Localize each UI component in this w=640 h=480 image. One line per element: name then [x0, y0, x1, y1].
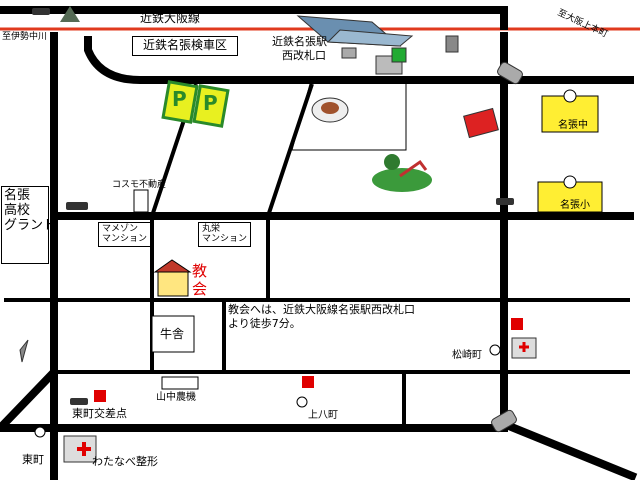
restaurant-food: [321, 102, 339, 114]
mamejun-line1: マメゾン: [102, 224, 139, 234]
station-label-line1: 近鉄名張駅: [272, 35, 327, 48]
tree-icon: [60, 6, 80, 22]
park-slide: [399, 159, 428, 178]
elementary-building: [537, 175, 603, 213]
yamanaka-building: [161, 376, 199, 390]
traffic-light-southwest: [70, 398, 88, 405]
church-label-line1: 教: [192, 262, 208, 280]
hospital-icon: [63, 337, 537, 463]
crossing-sign-icon: [445, 35, 459, 53]
traffic-light-east: [496, 198, 514, 205]
kamiyacho-label: 上八町: [308, 410, 338, 421]
higashimachi-crossing-label: 東町交差点: [72, 407, 127, 420]
to-west-label: 至伊勢中川: [2, 32, 48, 42]
church-roof: [153, 259, 192, 273]
crossing-sign-body: [445, 35, 459, 53]
station-label-line2: 西改札口: [282, 49, 326, 62]
marukyu-label: 丸栄 マンション: [198, 222, 252, 247]
parking-letter-2: P: [203, 91, 218, 115]
bank-body: [463, 107, 499, 139]
station-block-outline: [291, 83, 407, 151]
school-ground-line2: 高校: [4, 202, 31, 218]
traffic-light-west: [66, 202, 88, 210]
matsuzakicho-label: 松崎町: [452, 350, 482, 361]
bus-stop-higashimachi: [34, 426, 46, 438]
bus-stop-kamiyacho: [296, 396, 308, 408]
cosmo-label: コスモ不動産: [112, 180, 167, 190]
higashimachi-label: 東町: [22, 453, 44, 466]
cosmo-building: [133, 189, 149, 213]
train-body: [326, 29, 414, 47]
traffic-light-southeast: [491, 409, 517, 433]
junior-high-label: 名張中: [558, 120, 588, 131]
street-network: [4, 83, 630, 424]
church-body: [157, 271, 189, 297]
parking-sign-2: [192, 84, 230, 128]
parking-sign-1: [161, 80, 199, 124]
post-office-higashimachi: [94, 390, 106, 402]
junior-high-body: [541, 95, 599, 133]
mamejun-line2: マンション: [102, 234, 148, 245]
school-ground-line1: 名張: [4, 188, 31, 203]
traffic-light-top-left: [32, 8, 50, 15]
restaurant-icon: [311, 97, 349, 123]
street-diagonal-right: [266, 83, 314, 217]
park-ground: [372, 168, 432, 192]
road-southwest-diagonal: [0, 366, 60, 430]
church-icon: [153, 259, 192, 297]
traffic-light-northeast: [497, 61, 523, 85]
directions-line1: 教会へは、近鉄大阪線名張駅西改札口: [228, 303, 415, 316]
block-outlines: [291, 83, 407, 151]
elementary-label: 名張小: [560, 200, 590, 211]
parking-sign-1-plate: [161, 80, 199, 124]
bus-stop-icon: [34, 344, 501, 438]
tree-crown: [60, 6, 80, 22]
watanabe-label: わたなべ整形: [92, 455, 158, 468]
junior-high-clock: [563, 89, 577, 103]
bus-stop-matsuzaki: [489, 344, 501, 356]
depot-label: 近鉄名張検車区: [132, 36, 239, 56]
church-label-line2: 会: [192, 280, 208, 298]
park-tree: [384, 154, 400, 170]
gyusha-label: 牛舎: [160, 327, 185, 341]
traffic-light-icon: [32, 8, 523, 433]
railway-crossing-icon: [19, 339, 29, 363]
shop-sign: [391, 47, 407, 63]
school-ground-line3: グランド: [4, 217, 57, 233]
junior-high-building: [541, 89, 599, 133]
hospital-matsuzaki-cross: [519, 342, 529, 352]
directions-line2: より徒歩7分。: [228, 317, 301, 330]
shop-icon: [375, 47, 407, 75]
church-label: 教 会: [192, 262, 207, 298]
bank-icon: [463, 107, 499, 139]
marukyu-line2: マンション: [202, 234, 248, 245]
hospital-watanabe-cross: [77, 442, 91, 456]
railway-line-label: 近鉄大阪線: [140, 11, 201, 25]
park-icon: [372, 154, 432, 192]
parking-letter-1: P: [172, 87, 187, 111]
yamanaka-label: 山中農機: [156, 392, 196, 403]
ticket-gate-body: [341, 47, 357, 59]
road-curve-top: [84, 36, 634, 84]
ticket-gate-icon: [341, 47, 357, 59]
marukyu-line1: 丸栄: [202, 224, 221, 234]
post-office-icon: [94, 318, 523, 402]
parking-sign-2-plate: [192, 84, 230, 128]
road-southeast-diagonal: [498, 418, 638, 480]
post-office-matsuzaki: [511, 318, 523, 330]
mamejun-label: マメゾン マンション: [98, 222, 152, 247]
post-office-kamiyacho: [302, 376, 314, 388]
elementary-clock: [563, 175, 577, 189]
train-icon: [296, 15, 414, 47]
school-ground-label: 名張 高校 グランド: [1, 186, 57, 264]
gyusha-building: [151, 315, 195, 353]
